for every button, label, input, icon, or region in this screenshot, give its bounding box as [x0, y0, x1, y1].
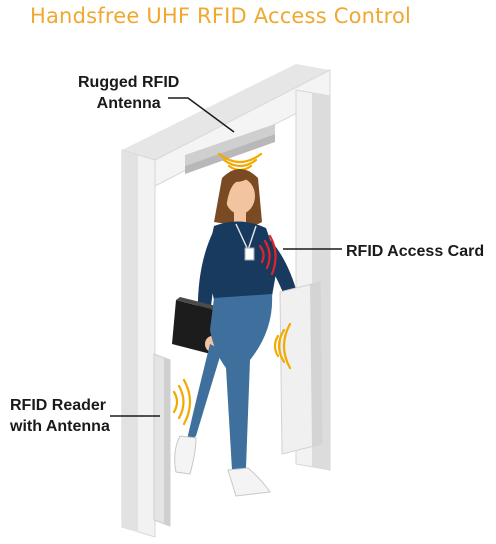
walking-person — [172, 169, 308, 497]
label-antenna-line-2: Antenna — [96, 95, 161, 112]
shoe-right — [227, 467, 271, 497]
label-reader-line-1: RFID Reader — [10, 397, 107, 414]
rfid-antenna-box — [185, 124, 275, 174]
access-card-badge — [244, 247, 255, 261]
gate-frame — [121, 64, 331, 538]
leader-antenna — [168, 97, 235, 133]
leader-lines — [110, 97, 342, 417]
reader-signal-waves — [172, 322, 292, 426]
label-rfid-reader-with-antenna: RFID Reader with Antenna — [10, 395, 110, 437]
label-rfid-access-card: RFID Access Card — [346, 243, 485, 260]
label-antenna-line-1: Rugged RFID — [78, 74, 180, 91]
label-reader-line-2: with Antenna — [10, 418, 110, 435]
diagram-title: Handsfree UHF RFID Access Control — [30, 4, 412, 28]
shoe-left — [174, 435, 197, 475]
label-rugged-rfid-antenna: Rugged RFID Antenna — [78, 72, 179, 114]
rfid-reader-panels — [153, 281, 323, 527]
card-signal-waves — [258, 234, 277, 276]
